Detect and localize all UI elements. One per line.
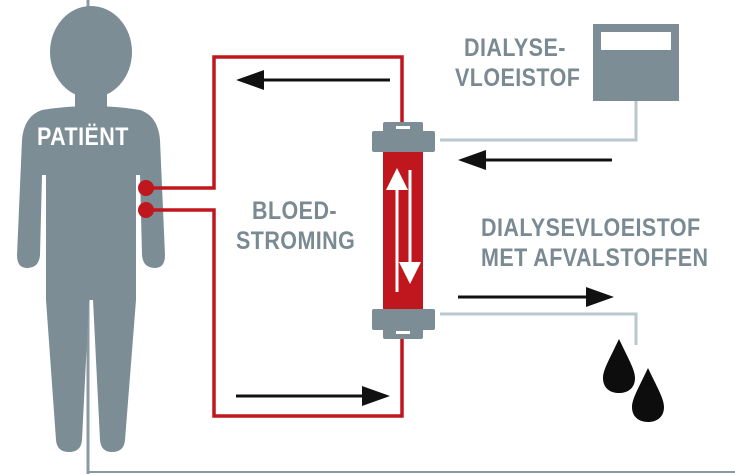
flow-arrows	[236, 70, 614, 406]
patient-label: PATIËNT	[37, 123, 129, 151]
dialysate-label-line2: VLOEISTOF	[455, 64, 581, 92]
dialysate-tubing	[440, 100, 638, 345]
waste-label-line2: MET AFVALSTOFFEN	[481, 244, 709, 272]
blood-circuit	[146, 55, 404, 418]
arrow-top-left	[236, 70, 390, 90]
dialysate-out-tube	[440, 312, 638, 345]
arrow-dialysate-out	[458, 287, 614, 307]
waste-label-line1: DIALYSEVLOEISTOF	[481, 214, 701, 242]
dialyzer-filter-icon	[372, 122, 435, 339]
dialysate-container-icon	[593, 24, 679, 101]
blood-flow-label-line1: BLOED-	[252, 197, 337, 225]
arrow-bottom-right	[236, 386, 390, 406]
dialysate-in-tube	[440, 100, 638, 142]
waste-drops-icon	[603, 339, 664, 422]
dialysate-label-line1: DIALYSE-	[464, 34, 566, 62]
blood-flow-label-line2: STROMING	[236, 227, 356, 255]
access-point-upper	[138, 180, 154, 196]
access-point-lower	[138, 202, 154, 218]
arrow-dialysate-in	[458, 150, 612, 170]
blood-line-return	[146, 208, 404, 418]
person-silhouette-icon	[17, 6, 165, 452]
blood-line-out	[146, 55, 404, 190]
